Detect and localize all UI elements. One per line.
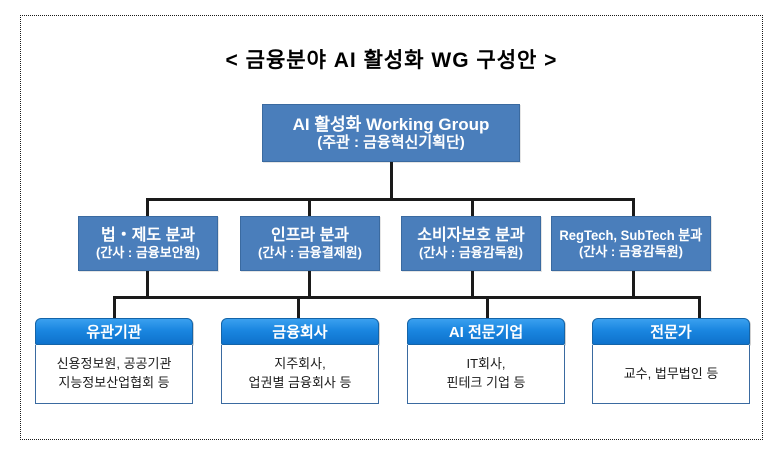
- member-card-body-1: 신용정보원, 공공기관 지능정보산업협회 등: [35, 345, 193, 404]
- connector-stem-division-4: [632, 271, 635, 298]
- member-card-line1-3: IT회사,: [466, 356, 506, 372]
- member-card-line2-3: 핀테크 기업 등: [446, 375, 526, 390]
- division-name-4: RegTech, SubTech 분과: [559, 227, 703, 244]
- member-card-title-4: 전문가: [592, 318, 750, 345]
- member-card-body-3: IT회사, 핀테크 기업 등: [407, 345, 565, 404]
- member-card-line2-1: 지능정보산업협회 등: [58, 375, 170, 390]
- connector-drop-division-2: [308, 198, 311, 218]
- chart-frame: [20, 15, 763, 440]
- connector-stem-division-3: [471, 271, 474, 298]
- connector-root-stem: [390, 162, 393, 200]
- member-card-body-4: 교수, 법무법인 등: [592, 345, 750, 404]
- root-node-owner: (주관 : 금융혁신기획단): [317, 134, 465, 152]
- member-card-title-2: 금융회사: [221, 318, 379, 345]
- division-secretariat-1: (간사 : 금융보안원): [96, 245, 200, 261]
- member-card-line1-2: 지주회사,: [274, 356, 326, 372]
- member-card-body-2: 지주회사, 업권별 금융회사 등: [221, 345, 379, 404]
- division-name-3: 소비자보호 분과: [417, 227, 525, 245]
- connector-drop-division-4: [632, 198, 635, 218]
- member-card-2[interactable]: 금융회사 지주회사, 업권별 금융회사 등: [221, 318, 379, 404]
- connector-drop-division-3: [471, 198, 474, 218]
- member-card-title-1: 유관기관: [35, 318, 193, 345]
- connector-drop-member-4: [698, 296, 701, 320]
- division-node-4[interactable]: RegTech, SubTech 분과 (간사 : 금융감독원): [551, 216, 711, 271]
- member-card-1[interactable]: 유관기관 신용정보원, 공공기관 지능정보산업협회 등: [35, 318, 193, 404]
- connector-drop-member-2: [297, 296, 300, 320]
- root-node-ai-working-group[interactable]: AI 활성화 Working Group (주관 : 금융혁신기획단): [262, 104, 520, 162]
- member-card-line1-1: 신용정보원, 공공기관: [56, 356, 172, 372]
- division-node-3[interactable]: 소비자보호 분과 (간사 : 금융감독원): [401, 216, 541, 271]
- root-node-name: AI 활성화 Working Group: [292, 114, 490, 134]
- division-node-2[interactable]: 인프라 분과 (간사 : 금융결제원): [240, 216, 380, 271]
- member-card-4[interactable]: 전문가 교수, 법무법인 등: [592, 318, 750, 404]
- member-card-line1-4: 교수, 법무법인 등: [623, 365, 719, 381]
- division-name-1: 법・제도 분과: [100, 227, 196, 245]
- connector-drop-division-1: [146, 198, 149, 218]
- connector-member-bus: [113, 296, 701, 299]
- connector-drop-member-1: [113, 296, 116, 320]
- division-secretariat-2: (간사 : 금융결제원): [258, 245, 362, 261]
- member-card-line2-2: 업권별 금융회사 등: [248, 375, 352, 390]
- connector-stem-division-1: [146, 271, 149, 298]
- division-secretariat-3: (간사 : 금융감독원): [419, 245, 523, 261]
- connector-drop-member-3: [486, 296, 489, 320]
- connector-stem-division-2: [308, 271, 311, 298]
- division-secretariat-4: (간사 : 금융감독원): [579, 244, 683, 260]
- division-name-2: 인프라 분과: [270, 227, 350, 245]
- division-node-1[interactable]: 법・제도 분과 (간사 : 금융보안원): [78, 216, 218, 271]
- page-title: < 금융분야 AI 활성화 WG 구성안 >: [225, 49, 558, 72]
- member-card-title-3: AI 전문기업: [407, 318, 565, 345]
- member-card-3[interactable]: AI 전문기업 IT회사, 핀테크 기업 등: [407, 318, 565, 404]
- connector-division-bus: [146, 198, 635, 201]
